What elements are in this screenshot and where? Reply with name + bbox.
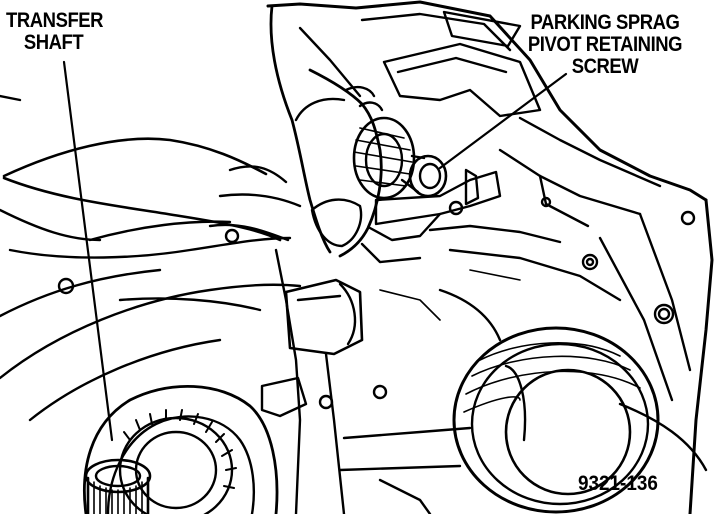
parking-sprag-label-line-2: PIVOT RETAINING [527,33,683,56]
sprag-pivot-screw [352,116,502,264]
transfer-shaft-label-line-2: SHAFT [23,31,84,54]
transfer-shaft-label-line-1: TRANSFER [6,9,104,32]
hand-illustration [2,4,384,258]
parking-sprag-screw-label: PARKING SPRAG PIVOT RETAINING SCREW [514,12,695,78]
transfer-shaft-label: TRANSFER SHAFT [6,9,104,54]
parking-sprag-label-line-1: PARKING SPRAG [530,11,680,34]
case-left-casting [0,176,302,422]
transfer-shaft [82,385,279,514]
case-outline [266,0,714,514]
parking-sprag-label-line-3: SCREW [571,55,639,78]
leader-parking-sprag [438,72,568,170]
figure-number: 9321-136 [578,472,658,495]
leader-lines [62,60,568,442]
case-details [0,94,622,342]
seal-bore [452,326,660,514]
leader-transfer-shaft [62,60,114,442]
case-pockets [260,196,708,514]
